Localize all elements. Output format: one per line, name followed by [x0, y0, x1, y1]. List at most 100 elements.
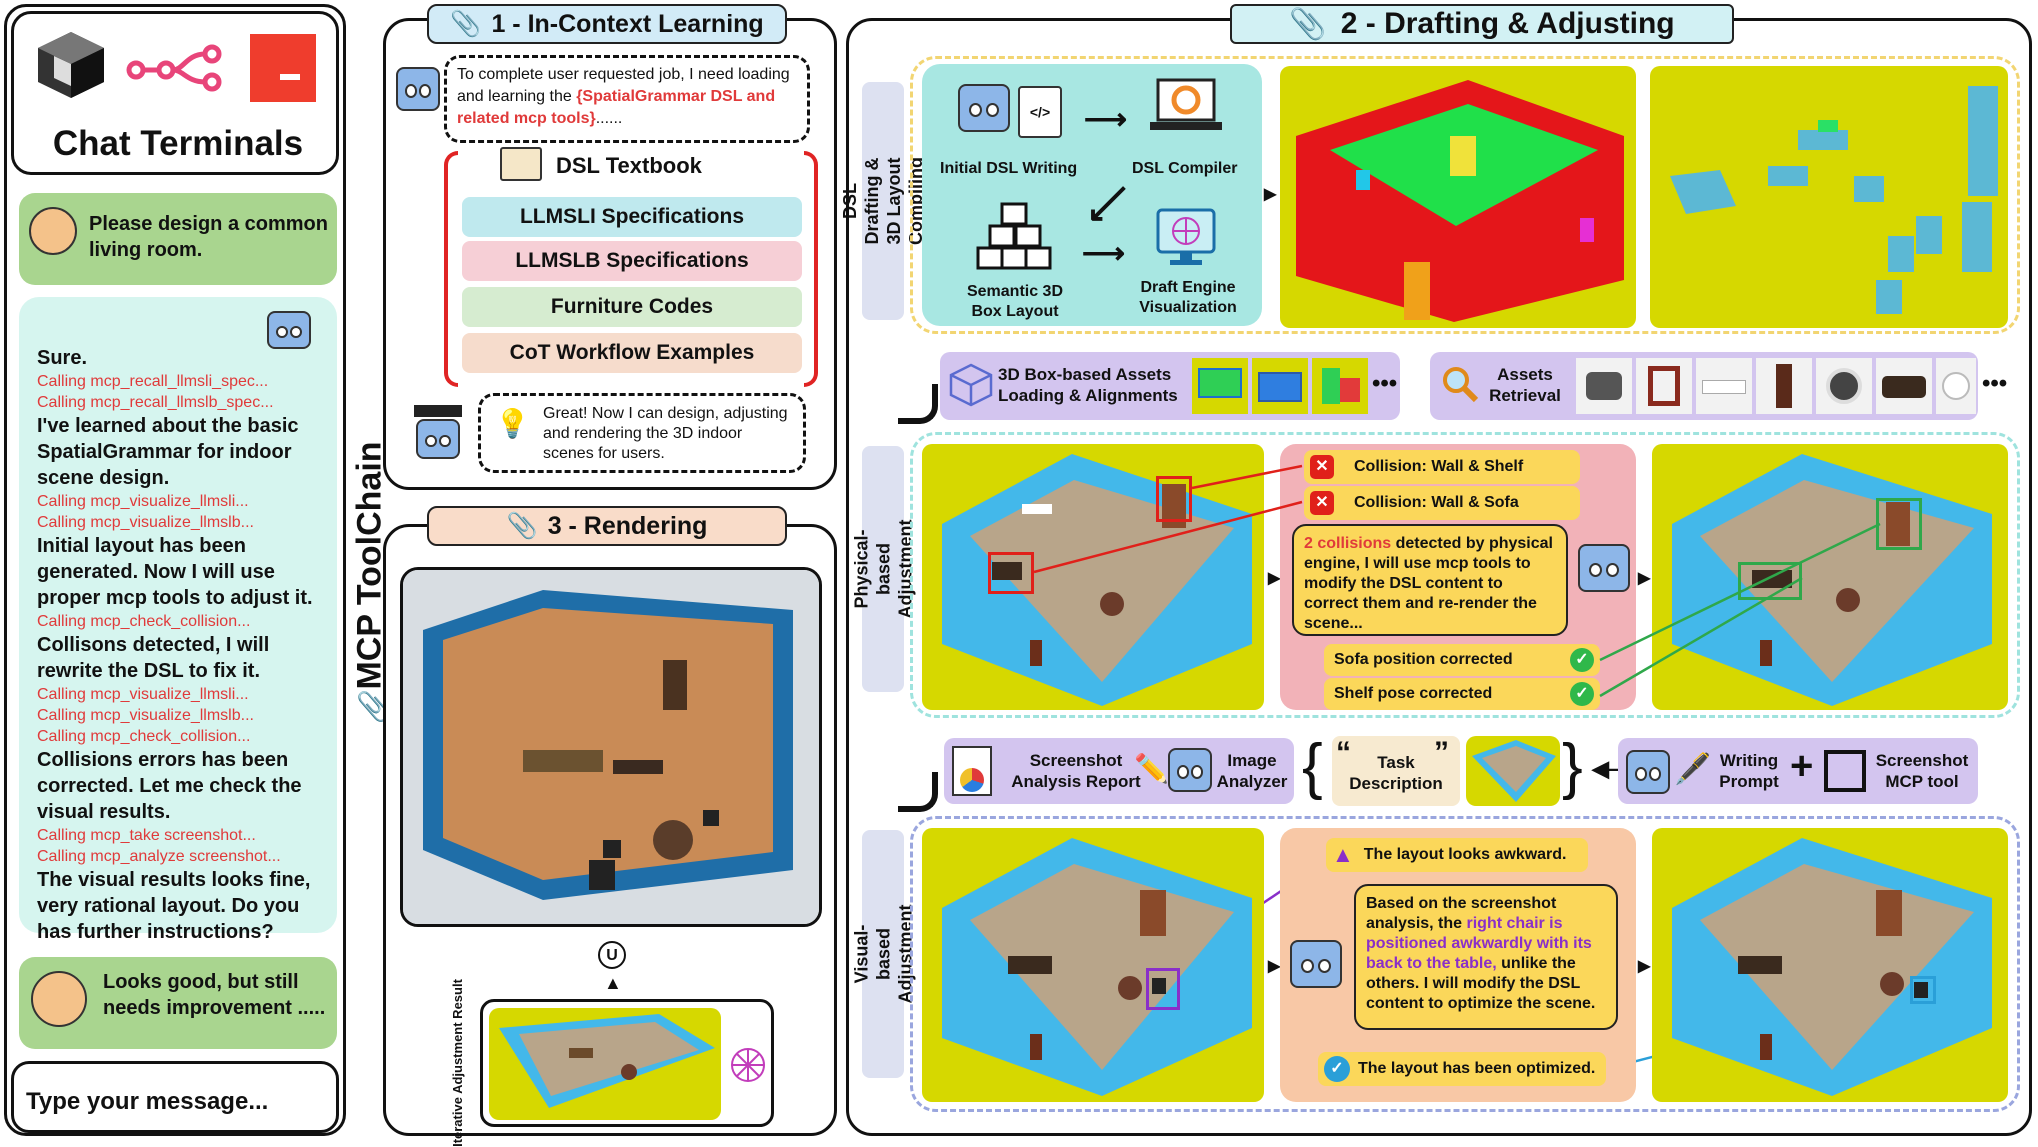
task-screenshot-thumbnail — [1466, 736, 1560, 806]
ac-thumbnail — [1696, 358, 1752, 414]
tool-call-line: Calling mcp_check_collision... — [37, 728, 251, 745]
chat-terminal-panel: Chat Terminals Please design a common li… — [4, 4, 346, 1136]
user-avatar-icon — [31, 971, 87, 1027]
workflow-logo-icon — [126, 44, 224, 92]
user-message-2: Looks good, but still needs improvement … — [19, 957, 337, 1049]
window-thumbnail — [1636, 358, 1692, 414]
tool-call-line: Calling mcp_visualize_llmslb... — [37, 707, 254, 724]
user-message-1: Please design a common living room. — [19, 193, 337, 285]
task-bracket-open: { — [1302, 732, 1323, 801]
image-analyzer-label: Image Analyzer — [1216, 751, 1288, 791]
bot-text-line: Sure. — [37, 347, 88, 369]
tool-call-line: Calling mcp_analyze screenshot... — [37, 848, 281, 865]
check-icon: ✓ — [1570, 648, 1594, 672]
user-avatar-icon — [29, 207, 77, 255]
visual-dashed-frame — [910, 816, 2020, 1112]
awkward-warning: ▲ The layout looks awkward. — [1326, 838, 1588, 872]
bot-text-line: I've learned about the basic SpatialGram… — [37, 415, 299, 489]
prompt-tool-box: 🖋️ Writing Prompt + Screenshot MCP tool — [1618, 738, 1978, 804]
asset-thumbnail — [1192, 358, 1248, 414]
tool-call-line: Calling mcp_check_collision... — [37, 613, 251, 630]
boxes-stack-icon — [976, 200, 1052, 270]
screenshot-frame-icon — [1824, 750, 1866, 792]
section-label-drafting: DSL Drafting & 3D Layout Compiling — [840, 82, 926, 320]
fan-thumbnail — [1936, 358, 1976, 414]
collision-wall-sofa: ✕ Collision: Wall & Sofa — [1304, 486, 1580, 520]
chat-title: Chat Terminals — [52, 124, 304, 163]
more-ellipsis: ••• — [1372, 370, 1398, 397]
error-x-icon: ✕ — [1310, 491, 1334, 515]
magnifier-icon — [1440, 364, 1480, 404]
iteration-result-box — [480, 999, 774, 1127]
scene-collision — [922, 444, 1264, 710]
laptop-gear-icon — [1148, 76, 1224, 138]
graduate-robot-icon — [1626, 750, 1670, 794]
bot-text-line: Initial layout has been generated. Now I… — [37, 535, 313, 609]
collision-analysis-box: ✕ Collision: Wall & Shelf ✕ Collision: W… — [1280, 444, 1636, 710]
box-wireframe-icon — [948, 362, 994, 408]
red-square-logo-icon — [250, 34, 316, 102]
graduate-robot-icon — [414, 405, 462, 463]
asset-thumbnail — [1252, 358, 1308, 414]
right-brace — [804, 151, 818, 387]
bot-message: Sure.Calling mcp_recall_llmsli_spec...Ca… — [19, 297, 337, 943]
lightbulb-icon: 💡 — [495, 408, 530, 439]
corrected-highlight-sofa — [1738, 562, 1802, 600]
render-frame — [400, 567, 822, 927]
collision-wall-shelf: ✕ Collision: Wall & Shelf — [1304, 450, 1580, 484]
user-message-2-text: Looks good, but still needs improvement … — [103, 971, 326, 1019]
draft-engine-icon — [729, 1046, 767, 1084]
icl-reply-bubble: 💡 Great! Now I can design, adjusting and… — [478, 393, 806, 473]
icl-item-llmslb: LLMSLB Specifications — [462, 241, 802, 281]
icl-thought-bubble: To complete user requested job, I need l… — [444, 55, 810, 143]
textbook-icon — [500, 147, 542, 181]
layout-optimized: ✓ The layout has been optimized. — [1318, 1052, 1606, 1086]
compiler-label: DSL Compiler — [1132, 160, 1238, 177]
up-arrow-icon: ▲ — [604, 973, 622, 993]
draft-engine-label: Draft Engine Visualization — [1139, 279, 1237, 316]
bot-text-line: Collisions errors has been corrected. Le… — [37, 749, 302, 823]
icl-item-furniture: Furniture Codes — [462, 287, 802, 327]
visual-analysis-box: ▲ The layout looks awkward. Based on the… — [1280, 828, 1636, 1102]
rendered-room — [403, 570, 819, 924]
collision-highlight-sofa — [988, 552, 1034, 594]
icl-item-cot: CoT Workflow Examples — [462, 333, 802, 373]
arrow-right-icon: ▶ — [1264, 186, 1277, 203]
iteration-scene — [489, 1008, 721, 1120]
arrow-right-icon: ▶ — [1268, 570, 1281, 587]
graduate-robot-icon — [958, 84, 1010, 132]
bot-text-line: The visual results looks fine, very rati… — [37, 869, 311, 943]
fix-shelf: Shelf pose corrected ✓ — [1324, 678, 1600, 710]
rendering-panel: U ▲ Iterative Adjustment Result — [383, 524, 837, 1147]
section-label-physical: Physical-based Adjustment — [851, 446, 915, 692]
arrow-right-icon: ▶ — [1638, 958, 1651, 975]
textbook-title: DSL Textbook — [556, 153, 702, 178]
scene-corrected — [1652, 444, 2008, 710]
message-input[interactable]: Type your message... — [11, 1061, 339, 1133]
bot-message-lines: Sure.Calling mcp_recall_llmsli_spec...Ca… — [37, 345, 337, 945]
more-ellipsis: ••• — [1982, 370, 2008, 397]
scene-awkward — [922, 828, 1264, 1102]
visual-note: Based on the screenshot analysis, the ri… — [1354, 884, 1618, 1030]
task-description-label: Task Description — [1349, 753, 1443, 793]
tool-call-line: Calling mcp_visualize_llmsli... — [37, 493, 249, 510]
check-circle-icon: ✓ — [1324, 1056, 1350, 1082]
pencil-icon: ✏️ — [1134, 753, 1169, 784]
task-bracket-close: } — [1562, 732, 1583, 801]
turn-arrow-icon — [898, 772, 938, 812]
bot-text-line: Collisons detected, I will rewrite the D… — [37, 634, 270, 682]
assets-retrieval-box: Assets Retrieval — [1430, 352, 1978, 420]
chat-header: Chat Terminals — [11, 11, 339, 175]
paperclip-icon: 📎 — [450, 9, 482, 38]
message-input-placeholder: Type your message... — [26, 1088, 269, 1115]
robot-icon — [396, 67, 440, 111]
cube-logo-icon — [34, 28, 108, 102]
tool-call-line: Calling mcp_visualize_llmslb... — [37, 514, 254, 531]
awkward-chair-highlight — [1146, 968, 1180, 1010]
paperclip-icon: 📎 — [506, 511, 538, 540]
bot-avatar-icon — [267, 311, 311, 349]
optimized-chair-highlight — [1910, 976, 1936, 1004]
dartboard-thumbnail — [1816, 358, 1872, 414]
rendering-title: 📎3 - Rendering — [427, 506, 787, 546]
pen-icon: 🖋️ — [1674, 753, 1712, 786]
